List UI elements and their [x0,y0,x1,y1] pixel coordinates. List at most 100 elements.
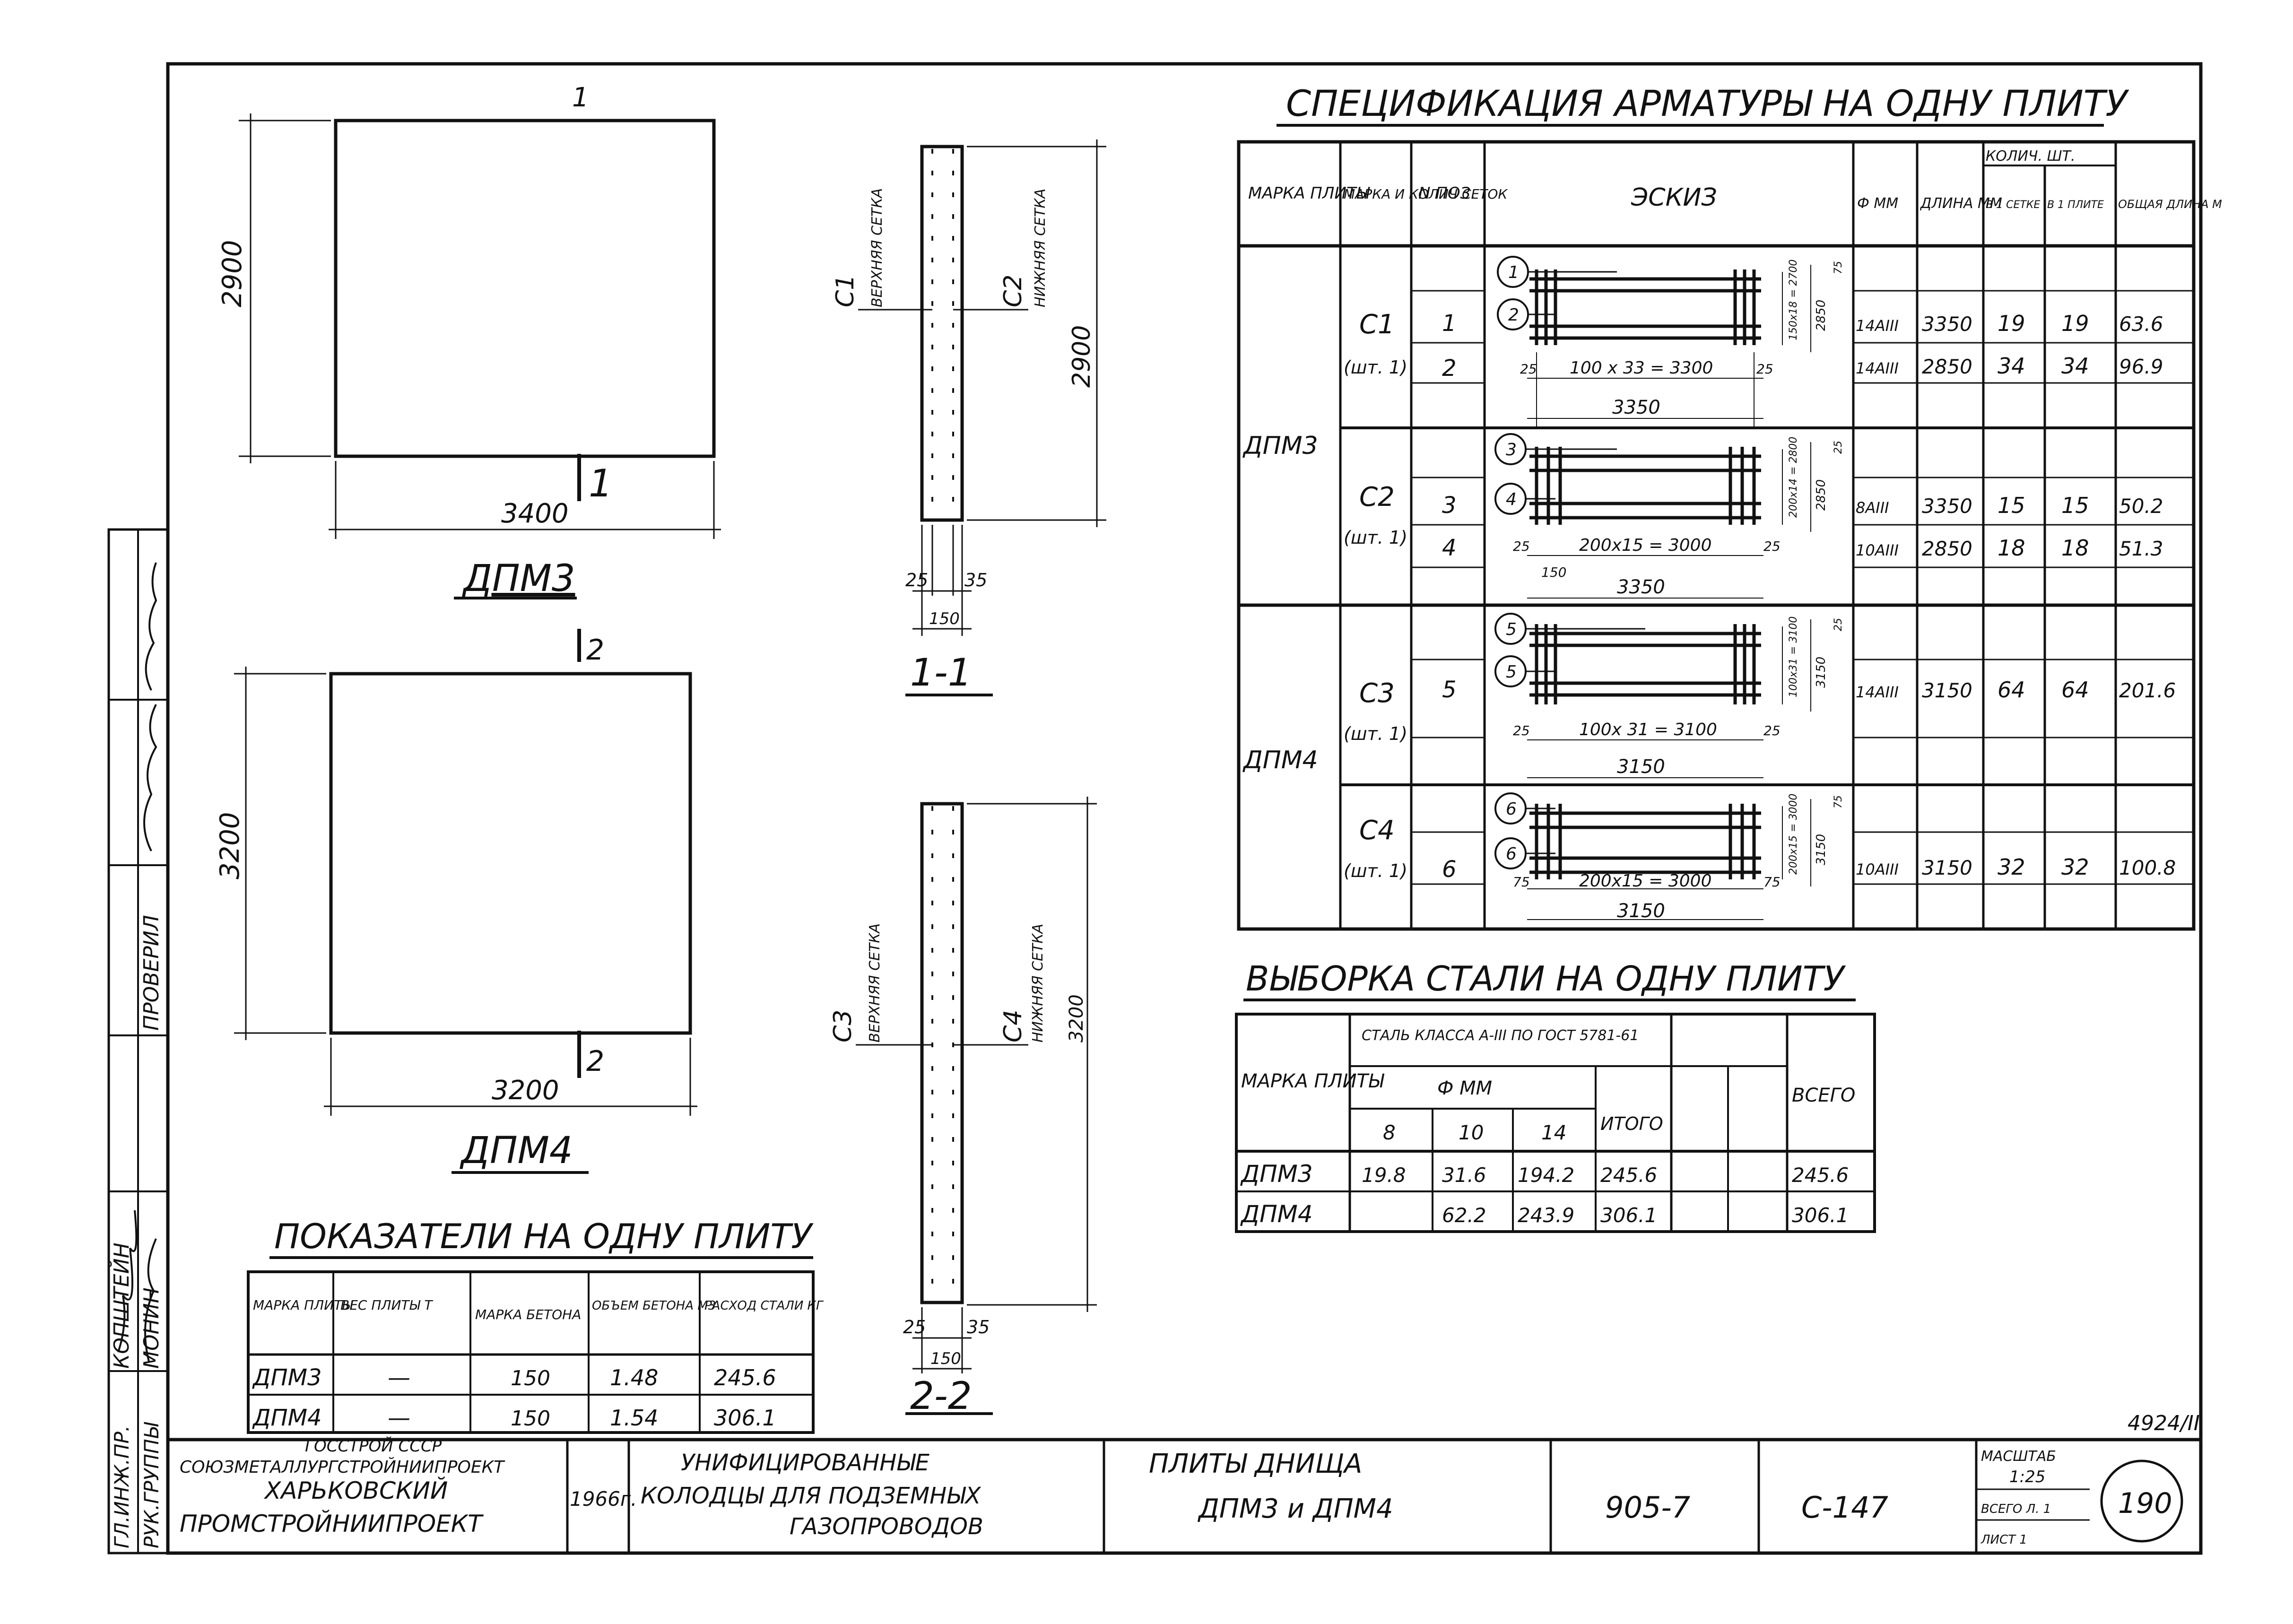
steel-row-total: 306.1 [1792,1204,1849,1227]
steel-h-sum: ИТОГО [1600,1113,1663,1134]
steel-row-d10: 31.6 [1442,1164,1486,1187]
stamp-org1: ГОССТРОЙ СССР [305,1436,442,1456]
stamp-scale-label: МАСШТАБ [1981,1448,2056,1465]
sketch-c4-dim-total: 3150 [1617,900,1665,922]
side-role-1: ГЛ.ИНЖ.ПР. [110,1425,133,1548]
spec-row-pos: 3 [1442,492,1457,519]
stamp-scale: 1:25 [2009,1468,2045,1486]
spec-row-in-mesh: 34 [1998,353,2025,379]
indicators-table: ПОКАЗАТЕЛИ НА ОДНУ ПЛИТУ МАРКА ПЛИТЫ ВЕС… [247,1216,824,1434]
spec-row-dia: 14АIII [1856,359,1899,377]
spec-row-length: 3150 [1922,856,1972,879]
dim-width-dpm3: 3400 [501,498,569,529]
section-1-1-bottom-mesh: С2 [999,275,1027,307]
spec-row-in-mesh: 15 [1998,493,2025,518]
bubble-pos-2: 2 [1508,305,1519,325]
section-2-2-dim-total: 150 [930,1349,961,1368]
spec-row-dia: 8АIII [1856,499,1889,517]
stamp-archive-no: 4924/II [2128,1411,2200,1435]
sketch-c1-dim-h: 100 x 33 = 3300 [1570,358,1713,378]
spec-h-mesh: МАРКА И КОЛИЧ СЕТОК [1344,186,1508,202]
spec-plate-dpm3: ДПМ3 [1242,432,1318,460]
sketch-c2-edge-extra: 150 [1541,564,1566,580]
ind-h-concrete: МАРКА БЕТОНА [475,1307,581,1322]
plan-dpm4: 3200 3200 2 2 ДПМ4 [215,629,697,1174]
steel-row-d10: 62.2 [1442,1204,1486,1227]
bubble-pos-5b: 5 [1506,662,1517,682]
spec-row-in-plate: 15 [2061,493,2089,518]
spec-row-in-plate: 19 [2061,311,2089,336]
sketch-c1-dim-v-edge: 75 [1833,261,1844,274]
spec-row-length: 3150 [1922,679,1972,702]
ind-h-steel: РАСХОД СТАЛИ КГ [704,1299,824,1313]
stamp-sheets-total: ВСЕГО Л. 1 [1981,1502,2051,1516]
ind-h-volume: ОБЪЕМ БЕТОНА М3 [592,1299,716,1313]
stamp-project-l1: УНИФИЦИРОВАННЫЕ [681,1450,930,1476]
spec-row-dia: 14АIII [1856,317,1899,335]
plate-outline-dpm4 [329,672,692,1035]
spec-row-in-plate: 34 [2061,353,2089,379]
spec-row-total: 51.3 [2119,537,2163,560]
title-stamp: ГОССТРОЙ СССР СОЮЗМЕТАЛЛУРГСТРОЙНИИПРОЕК… [168,1411,2201,1553]
spec-row: 2 14АIII 2850 34 34 96.9 [1442,353,2163,382]
spec-row: 1 14АIII 3350 19 19 63.6 [1442,310,2163,337]
sketch-mesh-c1: 1 2 100 x 33 = 3300 3350 25 25 150x18 = … [1497,256,1844,428]
ind-h-mark: МАРКА ПЛИТЫ [253,1297,353,1313]
bubble-pos-3: 3 [1506,440,1517,460]
steel-h-d10: 10 [1459,1121,1484,1144]
spec-row-in-mesh: 64 [1998,677,2025,703]
table-row: ДПМ4 — 150 1.54 306.1 [252,1405,776,1431]
spec-plate-dpm4: ДПМ4 [1242,746,1318,774]
section-1-1-dim-a: 25 [905,570,928,591]
dim-height-dpm3: 2900 [217,240,248,307]
cut-mark-2-top: 2 [586,634,604,667]
steel-row-mark: ДПМ4 [1240,1200,1313,1228]
spec-row: 3 8АIII 3350 15 15 50.2 [1442,492,2163,519]
spec-row-pos: 2 [1442,355,1457,382]
sketch-c2-dim-v: 200x14 = 2800 [1788,437,1799,518]
sketch-c2-edge-l: 25 [1513,538,1530,554]
caption-dpm3: ДПМ3 [462,557,575,600]
section-1-1-caption: 1-1 [910,651,972,695]
sketch-c3-edge-l: 25 [1513,723,1530,738]
spec-h-qty: КОЛИЧ. ШТ. [1986,148,2076,165]
section-1-1-top-mesh: С1 [831,275,860,307]
spec-mesh-c4: С4 [1359,815,1395,846]
sketch-mesh-c4: 6 6 200x15 = 3000 3150 75 75 200x15 = 30… [1494,792,1844,922]
steel-h-mark: МАРКА ПЛИТЫ [1241,1070,1385,1092]
spec-row-length: 3350 [1922,495,1972,518]
sketch-c4-edge-r: 75 [1763,874,1781,890]
sketch-c1-dim-total: 3350 [1612,397,1660,418]
spec-row: 4 10АIII 2850 18 18 51.3 [1442,535,2163,561]
cut-mark-2-bottom: 2 [586,1045,604,1078]
steel-row-d8: 19.8 [1362,1164,1406,1187]
cut-mark-1-top: 1 [572,82,589,113]
spec-row-dia: 10АIII [1856,860,1899,878]
steel-row-mark: ДПМ3 [1240,1160,1313,1188]
steel-h-total: ВСЕГО [1792,1085,1855,1106]
spec-mesh-c1: С1 [1359,309,1395,340]
sketch-c4-dim-v: 200x15 = 3000 [1788,794,1799,875]
spec-row-pos: 4 [1442,535,1457,561]
table-row: ДПМ4 62.2 243.9 306.1 306.1 [1240,1200,1849,1228]
spec-table: СПЕЦИФИКАЦИЯ АРМАТУРЫ НА ОДНУ ПЛИТУ [1237,82,2222,931]
spec-row-total: 201.6 [2119,679,2176,702]
signature-1 [117,1210,138,1353]
spec-row-length: 3350 [1922,313,1972,336]
side-name-2: МОНИН [139,1287,164,1369]
sketch-c1-dim-v-total: 2850 [1814,300,1828,331]
signature-2 [144,1238,157,1362]
spec-row-dia: 14АIII [1856,683,1899,701]
steel-row-sum: 306.1 [1600,1204,1657,1227]
section-2-2-top-mesh-note: ВЕРХНЯЯ СЕТКА [867,923,883,1042]
spec-row-pos: 1 [1442,310,1457,337]
steel-row-total: 245.6 [1792,1164,1849,1187]
steel-h-d8: 8 [1383,1121,1396,1144]
spec-mesh-c4-count: (шт. 1) [1344,860,1407,881]
stamp-code: С-147 [1801,1490,1888,1525]
stamp-project-l2: КОЛОДЦЫ ДЛЯ ПОДЗЕМНЫХ [641,1483,981,1509]
stamp-sheet-title-l1: ПЛИТЫ ДНИЩА [1149,1449,1362,1479]
spec-row-in-plate: 32 [2061,854,2089,880]
sketch-mesh-c2: 3 4 200x15 = 3000 3350 25 150 25 200x14 … [1494,433,1844,599]
spec-h-qty-plate: В 1 ПЛИТЕ [2047,199,2104,211]
